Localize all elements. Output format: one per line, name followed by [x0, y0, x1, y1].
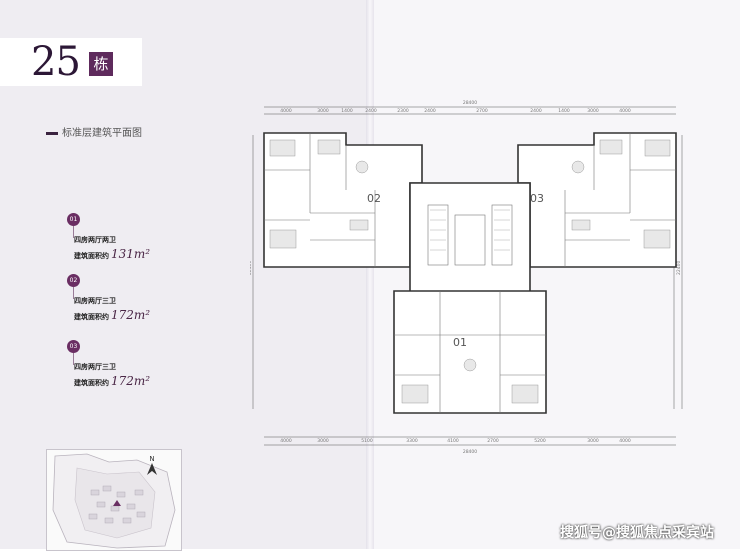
unit-badge: 02 [67, 274, 80, 287]
bottom-dim: 4000 [280, 438, 292, 444]
left-total-dim: 22400 [250, 261, 253, 275]
site-map-drawing [52, 453, 176, 549]
subtitle-dash [46, 131, 58, 135]
top-total-dim: 28400 [463, 100, 477, 106]
north-arrow-icon [147, 463, 157, 475]
bottom-dim: 4000 [619, 438, 631, 444]
bottom-dim: 3300 [406, 438, 418, 444]
bottom-dim: 3000 [587, 438, 599, 444]
top-dim: 3000 [317, 108, 329, 114]
book-spine [366, 0, 374, 549]
bottom-dim: 2700 [487, 438, 499, 444]
top-dim: 4000 [280, 108, 292, 114]
area-value: 131m² [111, 247, 151, 261]
bottom-dim: 5200 [534, 438, 546, 444]
unit-type: 四房两厅三卫 [74, 363, 116, 371]
floor-plan: 28400 28400 4000 3000 1400 2400 2300 240… [240, 95, 690, 469]
area-value: 172m² [111, 374, 151, 388]
unit-connector [73, 287, 74, 299]
plan-subtitle: 标准层建筑平面图 [46, 124, 142, 139]
top-dim: 2300 [397, 108, 409, 114]
watermark: 搜狐号@搜狐焦点采宾站 [560, 525, 714, 541]
unit-badge: 01 [67, 213, 80, 226]
title-box [0, 38, 142, 86]
top-dim: 1400 [341, 108, 353, 114]
unit-label-01: 01 [453, 336, 467, 349]
building-suffix: 栋 [89, 52, 113, 76]
north-indicator: N [146, 455, 158, 477]
top-dim: 2400 [530, 108, 542, 114]
unit-connector [73, 226, 74, 238]
area-label: 建筑面积约 [74, 313, 109, 321]
floor-plan-drawing: 28400 28400 4000 3000 1400 2400 2300 240… [240, 100, 683, 455]
bottom-dim: 3000 [317, 438, 329, 444]
unit-type: 四房两厅两卫 [74, 236, 116, 244]
north-label: N [149, 455, 155, 463]
bottom-total-dim: 28400 [463, 449, 477, 455]
area-label: 建筑面积约 [74, 379, 109, 387]
right-total-dim: 22400 [676, 261, 682, 275]
bottom-dim: 4100 [447, 438, 459, 444]
top-dim: 1400 [558, 108, 570, 114]
top-dim: 4000 [619, 108, 631, 114]
top-dim: 2700 [476, 108, 488, 114]
top-dim: 2400 [424, 108, 436, 114]
unit-label-03: 03 [530, 192, 544, 205]
area-label: 建筑面积约 [74, 252, 109, 260]
building-marker-icon [113, 500, 121, 506]
subtitle-text: 标准层建筑平面图 [62, 128, 142, 139]
bottom-dim: 5100 [361, 438, 373, 444]
unit-badge: 03 [67, 340, 80, 353]
unit-connector [73, 353, 74, 365]
top-dim: 3000 [587, 108, 599, 114]
top-dim: 2400 [365, 108, 377, 114]
site-location-map [46, 449, 182, 551]
area-value: 172m² [111, 308, 151, 322]
building-number: 25 [31, 39, 81, 85]
unit-label-02: 02 [367, 192, 381, 205]
unit-type: 四房两厅三卫 [74, 297, 116, 305]
